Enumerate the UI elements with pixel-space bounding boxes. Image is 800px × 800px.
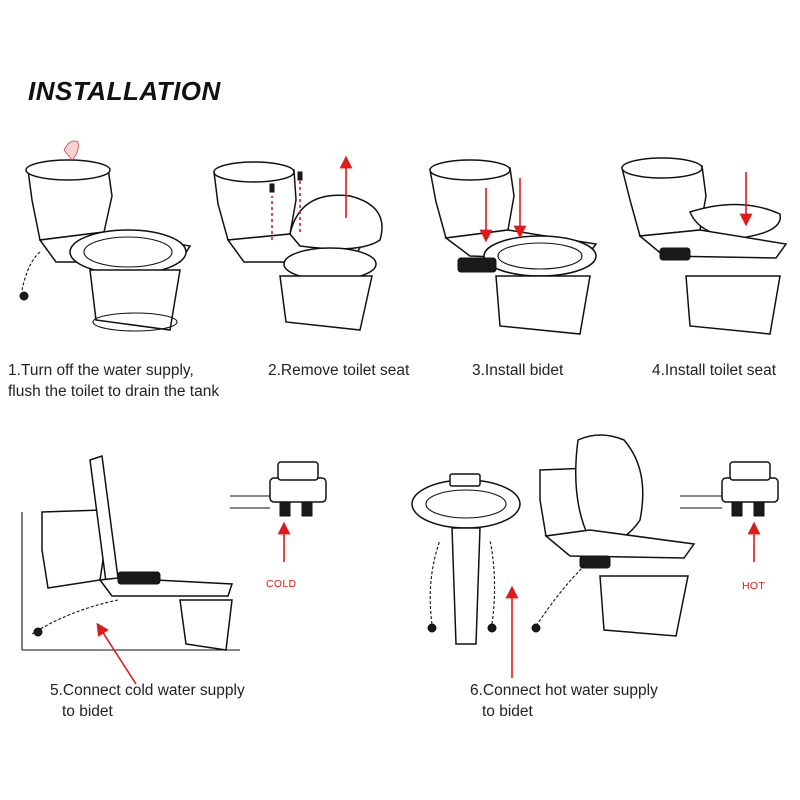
step6-hot-connection-illustration [411, 434, 696, 678]
step1-toilet-illustration [19, 140, 192, 332]
step3-caption: 3.Install bidet [472, 362, 564, 379]
step2-toilet-illustration [213, 155, 383, 331]
step5-caption: 5.Connect cold water supply to bidet [50, 682, 245, 720]
step2-caption: 2.Remove toilet seat [268, 362, 410, 379]
cold-label: COLD [266, 578, 297, 590]
step4-caption: 4.Install toilet seat [652, 362, 777, 379]
step5-cold-connection-illustration [21, 455, 240, 685]
step6-caption: 6.Connect hot water supply to bidet [470, 682, 658, 720]
cold-inlet-detail [230, 461, 327, 562]
page-title: INSTALLATION [28, 76, 221, 106]
step3-toilet-illustration [429, 159, 598, 335]
hot-label: HOT [742, 580, 766, 592]
step1-caption: 1.Turn off the water supply, flush the t… [8, 362, 220, 400]
step4-toilet-illustration [621, 157, 788, 335]
hot-inlet-detail [680, 461, 779, 562]
hand-icon [63, 140, 79, 161]
